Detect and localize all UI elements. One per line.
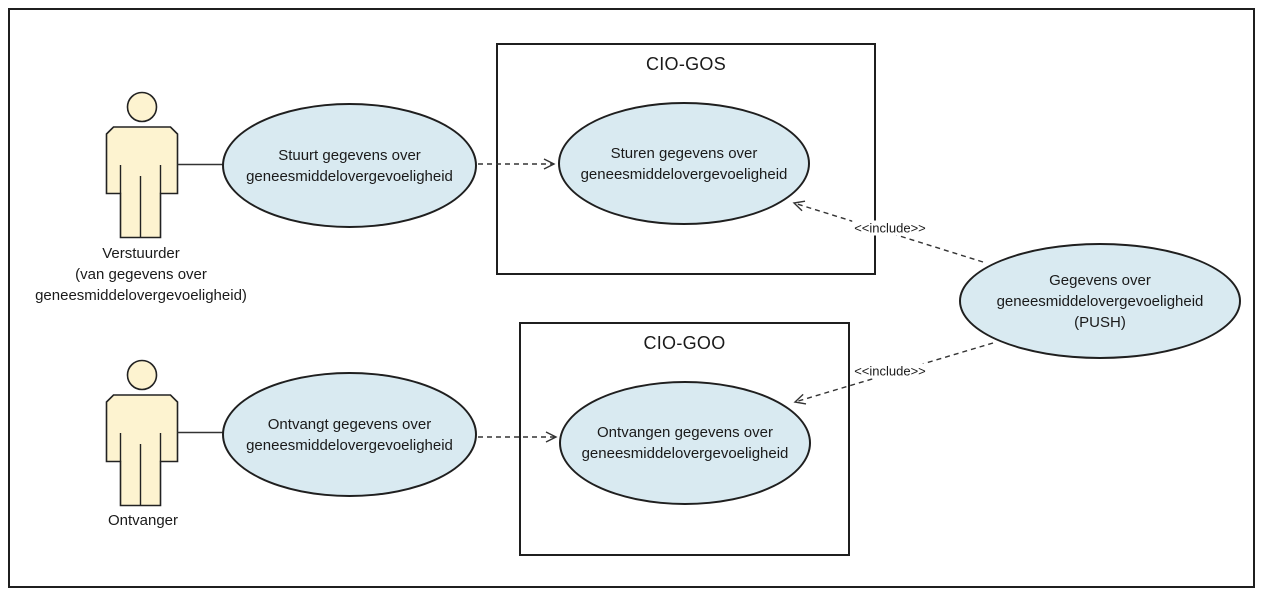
actor-label-ontvanger: Ontvanger: [108, 510, 178, 531]
system-title-cio-goo: CIO-GOO: [643, 333, 726, 353]
system-boundary-cio-goo: CIO-GOO: [519, 322, 850, 556]
system-boundary-cio-gos: CIO-GOS: [496, 43, 876, 275]
use-case-sturen-gegevens: Sturen gegevens over geneesmiddelovergev…: [558, 102, 810, 225]
actor-qualifier: geneesmiddelovergevoeligheid): [35, 287, 247, 304]
use-case-label: geneesmiddelovergevoeligheid: [246, 167, 453, 185]
use-case-label: Ontvangen gegevens over: [597, 424, 773, 441]
use-case-label: (PUSH): [1074, 313, 1126, 331]
use-case-label: geneesmiddelovergevoeligheid: [581, 445, 789, 462]
actor-icon-ontvanger: [105, 359, 179, 507]
use-case-label: geneesmiddelovergevoeligheid: [996, 292, 1204, 310]
actor-name: Verstuurder: [102, 245, 180, 262]
actor-name: Ontvanger: [107, 512, 179, 529]
actor-qualifier: (van gegevens over: [75, 266, 207, 283]
use-case-label: geneesmiddelovergevoeligheid: [246, 436, 453, 454]
use-case-ontvangt-gegevens: Ontvangt gegevens over geneesmiddeloverg…: [222, 372, 477, 497]
use-case-label: Sturen gegevens over: [610, 144, 758, 162]
use-case-ontvangen-gegevens: Ontvangen gegevens over geneesmiddelover…: [559, 381, 811, 505]
use-case-gegevens-push: Gegevens over geneesmiddelovergevoelighe…: [959, 243, 1241, 359]
include-push-to-sturen: [792, 200, 984, 263]
diagram-frame: [8, 8, 1255, 588]
use-case-label: Ontvangt gegevens over: [267, 415, 432, 433]
system-title-cio-gos: CIO-GOS: [645, 54, 727, 74]
use-case-label: geneesmiddelovergevoeligheid: [580, 165, 788, 183]
actor-icon-verstuurder: [105, 91, 179, 239]
use-case-label: Stuurt gegevens over: [278, 146, 421, 164]
use-case-stuurt-gegevens: Stuurt gegevens over geneesmiddelovergev…: [222, 103, 477, 228]
include-stereotype-label-bottom: <<include>>: [852, 363, 928, 379]
use-case-label: Gegevens over: [1049, 271, 1151, 289]
actor-label-verstuurder: Verstuurder (van gegevens over geneesmid…: [35, 243, 247, 306]
include-stereotype-label-top: <<include>>: [852, 220, 928, 236]
